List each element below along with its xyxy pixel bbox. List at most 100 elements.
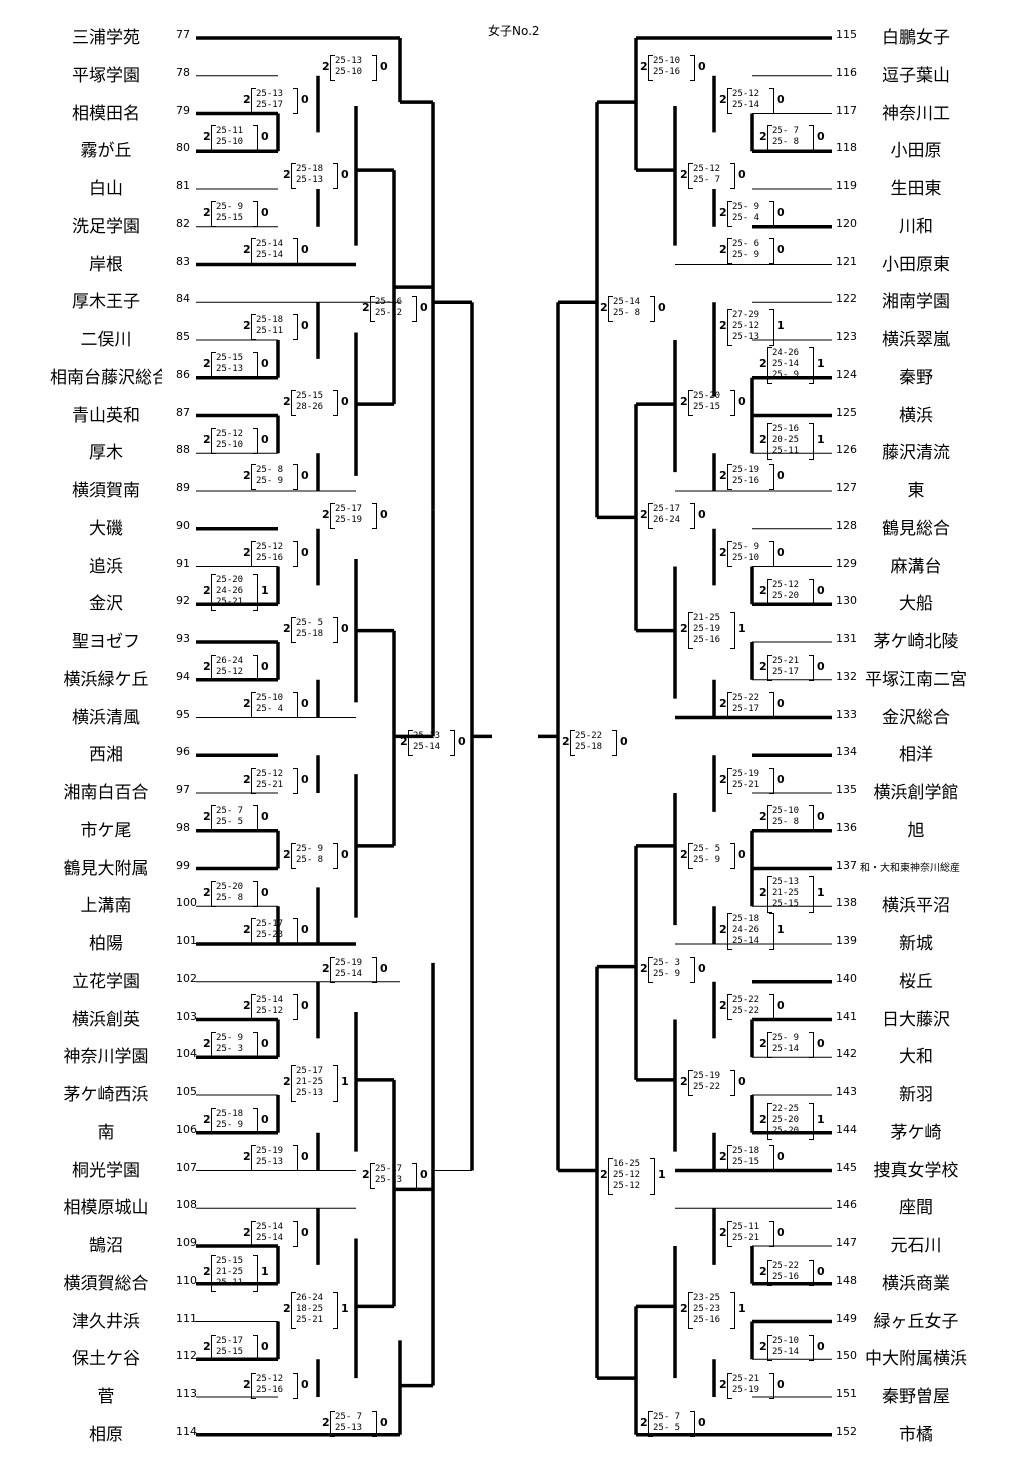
team-name: 上溝南 [80,896,132,917]
score-lost-sets: 0 [777,1226,785,1239]
bracket-right [333,617,338,643]
set-score: 25- 9 [256,476,284,486]
score-lost-sets: 0 [301,469,309,482]
score-won-sets: 2 [283,1302,291,1315]
seed-number: 109 [176,1236,197,1249]
score-won-sets: 2 [719,697,727,710]
score-won-sets: 2 [759,810,767,823]
team-name: 厚木 [89,443,123,464]
team-name: 横浜創英 [72,1009,140,1030]
seed-number: 136 [836,820,857,834]
set-score: 25-20 [772,1114,800,1125]
score-lost-sets: 0 [301,546,309,559]
bracket-left [727,88,732,114]
set-score: 25-13 [296,175,324,185]
seed-number: 80 [176,141,190,155]
score-lost-sets: 0 [817,660,825,673]
score-won-sets: 2 [719,319,727,332]
team-name: 大船 [899,594,933,615]
set-score: 25-12 [256,542,284,552]
score-won-sets: 2 [759,433,767,446]
seed-number: 132 [836,669,857,683]
set-score: 25-13 [732,331,760,342]
bracket-left [330,957,335,983]
team-name: 南 [97,1122,115,1143]
seed-number: 131 [836,632,857,645]
bracket-left [727,201,732,227]
set-score: 25-17 [772,667,800,677]
set-score: 25-13 [216,364,244,374]
bracket-right [293,1221,298,1247]
team-name: 捜真女学校 [873,1160,959,1181]
team-name: 聖ヨゼフ [72,632,140,652]
seed-number: 122 [836,292,857,306]
team-name: 相南台藤沢総合 [50,367,162,388]
bracket-left [767,1260,772,1286]
set-score: 25-18 [296,164,324,174]
bracket-left [688,1291,693,1329]
score-won-sets: 2 [600,301,608,314]
set-score: 25-17 [216,1336,244,1346]
set-score: 25-21 [256,780,284,790]
bracket-right [809,422,814,460]
set-score: 25-16 [693,1314,721,1325]
team-name: 市ケ尾 [80,820,132,841]
bracket-left [688,843,693,869]
team-name: 元石川 [890,1236,942,1256]
score-lost-sets: 0 [341,395,349,408]
set-score: 21-25 [693,612,721,623]
set-score: 25-15 [216,353,244,363]
score-won-sets: 2 [680,395,688,408]
set-score: 25-10 [335,67,363,77]
bracket-left [251,88,256,114]
seed-number: 84 [176,292,190,306]
seed-number: 152 [836,1424,857,1438]
set-score: 25- 9 [216,1120,244,1130]
seed-number: 137 [836,858,857,872]
seed-number: 79 [176,103,190,117]
set-score: 25-13 [256,1157,284,1167]
score-lost-sets: 1 [341,1302,349,1315]
score-won-sets: 2 [203,206,211,219]
bracket-right [769,692,774,718]
score-lost-sets: 0 [698,962,706,975]
seed-number: 143 [836,1085,857,1098]
set-score: 24-26 [772,347,800,358]
team-name: 金沢総合 [882,707,950,728]
score-won-sets: 2 [640,962,648,975]
score-lost-sets: 0 [777,999,785,1012]
set-score: 25-16 [256,553,284,563]
set-score: 25-12 [693,164,721,174]
set-score: 28-26 [296,402,324,412]
bracket-right [372,503,377,529]
seed-number: 112 [176,1349,197,1363]
score-won-sets: 2 [243,1378,251,1391]
bracket-left [608,296,613,322]
score-won-sets: 2 [203,357,211,370]
score-won-sets: 2 [283,622,291,635]
set-score: 25- 9 [732,250,760,260]
bracket-right [769,464,774,490]
seed-number: 128 [836,518,857,532]
team-name: 鶴見総合 [882,518,950,539]
bracket-right [293,768,298,794]
seed-number: 124 [836,367,857,381]
set-score: 25-19 [732,769,760,779]
bracket-right [293,464,298,490]
set-score: 25-14 [256,250,284,260]
set-score: 25-20 [216,882,244,892]
bracket-left [767,422,772,460]
set-score: 25-19 [335,515,363,525]
score-lost-sets: 1 [261,584,269,597]
team-name: 桐光学園 [72,1160,140,1181]
